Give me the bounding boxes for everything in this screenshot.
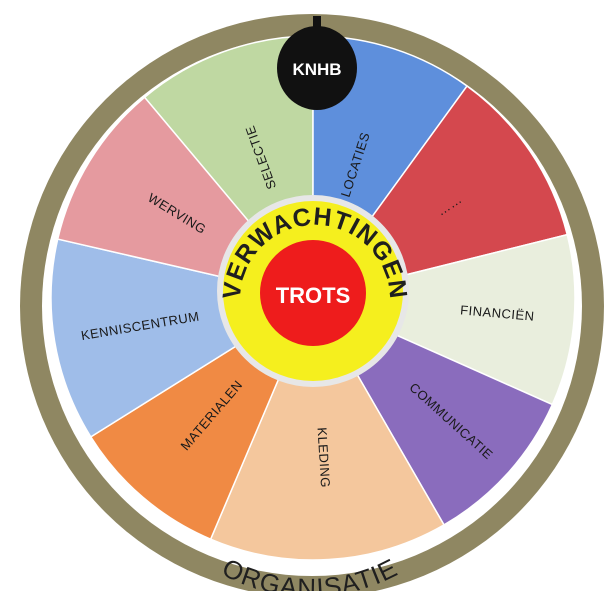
- logo: KNHB: [277, 16, 357, 110]
- logo-stem: [313, 16, 321, 30]
- logo-text: KNHB: [292, 60, 341, 79]
- center-core: [260, 240, 366, 346]
- segment-5: [209, 296, 446, 561]
- segment-label-5: KLEDING: [314, 427, 333, 488]
- segment-label-3: FINANCIËN: [460, 302, 536, 323]
- core-label: TROTS: [276, 283, 351, 308]
- segment-3: [310, 233, 576, 406]
- logo-badge: [277, 26, 357, 110]
